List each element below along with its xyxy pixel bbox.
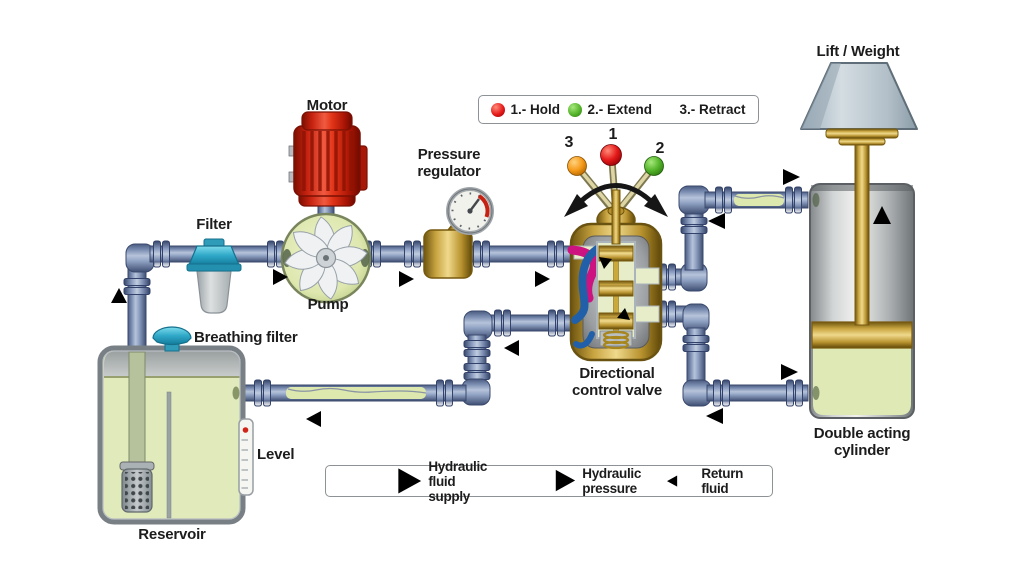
valve-return-gallery <box>571 244 603 324</box>
flow-arrows <box>111 169 800 427</box>
lever-swing-arc <box>573 183 659 209</box>
legend-item-extend: 2.- Extend <box>568 102 652 117</box>
level-gauge <box>238 418 254 496</box>
directional-valve-graphic <box>564 144 668 362</box>
legend-item-pressure: Hydraulic pressure <box>519 466 641 496</box>
extend-dot <box>568 102 583 117</box>
piston-rod <box>854 144 870 326</box>
return-pipe-fluid-cutaway <box>286 387 426 399</box>
legend-item-retract: 3.- Retract <box>660 102 745 117</box>
top-pipe-fluid-cutaway <box>734 194 784 206</box>
legend-item-supply: Hydraulic fluid supply <box>355 459 494 504</box>
supply-label: Hydraulic fluid supply <box>428 458 488 504</box>
valve-spring <box>599 330 633 350</box>
reservoir-graphic <box>97 326 254 525</box>
pump-impeller <box>284 216 368 300</box>
return-label: Return fluid <box>701 466 744 496</box>
suction-pipe-in-tank <box>128 351 146 469</box>
label-lift-weight: Lift / Weight <box>816 43 900 60</box>
reservoir-air-gap <box>104 351 240 377</box>
label-level: Level <box>257 446 295 463</box>
baffle <box>166 391 172 519</box>
label-filter: Filter <box>196 216 232 233</box>
lever-position-1: 1 <box>608 126 618 143</box>
label-motor: Motor <box>306 97 348 114</box>
pipe-network <box>123 185 809 407</box>
cylinder-graphic <box>800 62 918 419</box>
filter-graphic <box>186 238 242 314</box>
pressure-gauge <box>446 187 494 235</box>
regulator-body <box>423 229 473 279</box>
label-pump: Pump <box>307 296 349 313</box>
label-directional-valve: Directional control valve <box>572 365 662 400</box>
hold-position-ball <box>600 144 622 166</box>
label-reservoir: Reservoir <box>138 526 206 543</box>
hold-dot <box>491 102 506 117</box>
hold-label: 1.- Hold <box>510 102 560 117</box>
filter-cap <box>188 245 240 266</box>
supply-arrow-icon <box>398 468 422 494</box>
legend-item-hold: 1.- Hold <box>491 102 560 117</box>
retract-dot <box>660 103 674 117</box>
retract-position-ball <box>567 156 587 176</box>
pressure-arrow-icon <box>555 470 576 492</box>
pump-graphic <box>280 212 372 304</box>
pressure-label: Hydraulic pressure <box>582 466 642 496</box>
motor-graphic <box>288 111 368 223</box>
breathing-filter-graphic <box>152 326 192 352</box>
legend-item-return: Return fluid <box>666 466 743 496</box>
pressure-regulator-graphic <box>423 187 494 279</box>
valve-position-legend: 1.- Hold 2.- Extend 3.- Retract <box>478 95 759 124</box>
extend-label: 2.- Extend <box>587 102 652 117</box>
retract-label: 3.- Retract <box>679 102 746 117</box>
label-pressure-regulator: Pressure regulator <box>417 146 481 181</box>
return-arrow-icon <box>666 475 678 487</box>
lift-weight-graphic <box>800 62 918 146</box>
piston <box>811 321 913 349</box>
lever-position-3: 3 <box>564 134 574 151</box>
lever-position-2: 2 <box>655 140 665 157</box>
label-breathing-filter: Breathing filter <box>194 329 298 346</box>
label-double-acting-cylinder: Double acting cylinder <box>813 425 911 460</box>
cylinder-bottom-pipe <box>706 384 809 402</box>
level-indicator-dot <box>242 427 249 433</box>
extend-position-ball <box>644 156 664 176</box>
flow-legend: Hydraulic fluid supply Hydraulic pressur… <box>325 459 773 504</box>
filter-cup <box>196 270 232 314</box>
gauge-red-zone <box>477 194 490 218</box>
cylinder-fluid <box>813 348 911 415</box>
